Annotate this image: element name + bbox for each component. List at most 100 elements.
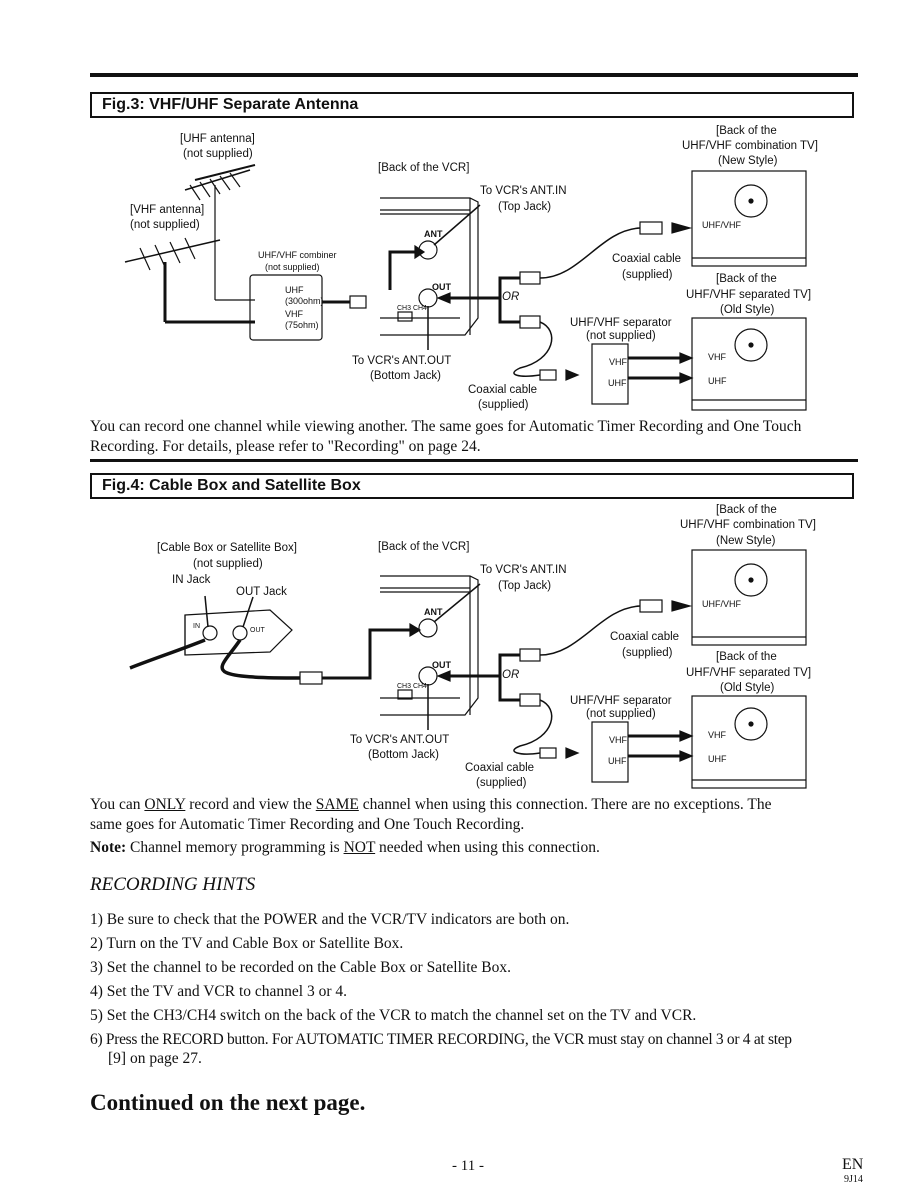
fig3-tv-old-uhf: UHF — [708, 376, 727, 386]
fig4-text-only: ONLY — [144, 796, 186, 813]
fig3-combiner-vhf: VHF — [285, 309, 303, 319]
fig4-to-ant-out: To VCR's ANT.OUT — [350, 734, 450, 746]
fig3-tv-old-1: [Back of the — [716, 273, 777, 285]
fig4-tv-new-1: [Back of the — [716, 504, 777, 516]
fig4-box-in: IN — [193, 623, 200, 630]
fig3-to-ant-in: To VCR's ANT.IN — [480, 185, 567, 197]
fig4-top-jack: (Top Jack) — [498, 580, 552, 592]
fig3-tv-old-vhf: VHF — [708, 352, 726, 362]
fig4-text-1c: channel when using this connection. Ther… — [358, 796, 772, 813]
hint-item: 6) Press the RECORD button. For AUTOMATI… — [90, 1031, 792, 1048]
fig4-bottom-jack: (Bottom Jack) — [368, 749, 439, 761]
fig3-separator-label: UHF/VHF separator — [570, 317, 672, 329]
fig3-top-jack: (Top Jack) — [498, 201, 552, 213]
fig4-box-label: [Cable Box or Satellite Box] — [157, 542, 297, 554]
fig3-or-label: OR — [502, 291, 520, 303]
fig4-text-same: SAME — [315, 796, 359, 813]
hint-item: 3) Set the channel to be recorded on the… — [90, 959, 511, 976]
fig4-title-box: Fig.4: Cable Box and Satellite Box — [90, 473, 854, 499]
fig3-bottom-jack: (Bottom Jack) — [370, 370, 441, 382]
top-rule — [90, 73, 858, 77]
fig3-sep-vhf: VHF — [609, 357, 627, 367]
page-number: - 11 - — [452, 1158, 484, 1174]
language-code: EN — [842, 1156, 864, 1173]
fig4-separator-note: (not supplied) — [586, 708, 656, 720]
fig3-tv-old-2: UHF/VHF separated TV] — [686, 289, 812, 301]
fig3-sep-uhf: UHF — [608, 378, 627, 388]
fig3-combiner-note: (not supplied) — [265, 262, 320, 272]
fig4-tv-old-3: (Old Style) — [720, 682, 775, 694]
fig3-tv-old-3: (Old Style) — [720, 304, 775, 316]
fig4-tv-old-vhf: VHF — [708, 730, 726, 740]
fig3-tv-new-1: [Back of the — [716, 125, 777, 137]
fig4-out-label: OUT — [432, 660, 451, 670]
fig4-tv-old-1: [Back of the — [716, 651, 777, 663]
note-text-not: NOT — [343, 839, 376, 856]
fig3-coax1-note: (supplied) — [622, 269, 673, 281]
fig4-tv-new-2: UHF/VHF combination TV] — [680, 519, 816, 531]
hint-item: 2) Turn on the TV and Cable Box or Satel… — [90, 935, 404, 952]
fig3-vhf-antenna-note: (not supplied) — [130, 219, 200, 231]
fig3-tv-new-2: UHF/VHF combination TV] — [682, 140, 818, 152]
fig3-ant-label: ANT — [424, 229, 443, 239]
hints-title: RECORDING HINTS — [90, 874, 256, 895]
fig3-combiner-300: (300ohm) — [285, 296, 324, 306]
fig4-separator-label: UHF/VHF separator — [570, 695, 672, 707]
fig3-out-label: OUT — [432, 282, 451, 292]
fig3-tv-new-port: UHF/VHF — [702, 220, 741, 230]
fig4-or-label: OR — [502, 669, 520, 681]
fig4-box-note: (not supplied) — [193, 558, 263, 570]
uhf-antenna-icon — [184, 164, 256, 300]
fig4-sep-vhf: VHF — [609, 735, 627, 745]
fig3-coax2-note: (supplied) — [478, 399, 529, 411]
fig4-to-ant-in: To VCR's ANT.IN — [480, 564, 567, 576]
fig3-text-2: Recording. For details, please refer to … — [90, 438, 481, 455]
fig3-separator-note: (not supplied) — [586, 330, 656, 342]
section-rule — [90, 459, 858, 462]
fig3-ch34-label: CH3 CH4 — [397, 305, 427, 312]
fig4-in-jack: IN Jack — [172, 574, 211, 586]
fig4-coax2-note: (supplied) — [476, 777, 527, 789]
fig3-combiner-75: (75ohm) — [285, 320, 319, 330]
fig4-title: Fig.4: Cable Box and Satellite Box — [102, 477, 361, 494]
fig3-vhf-antenna-label: [VHF antenna] — [130, 204, 205, 216]
fig3-uhf-antenna-note: (not supplied) — [183, 148, 253, 160]
fig3-uhf-antenna-label: [UHF antenna] — [180, 133, 255, 145]
fig4-text-2: same goes for Automatic Timer Recording … — [90, 816, 525, 833]
vhf-antenna-icon — [124, 237, 221, 322]
fig4-note: Note: Channel memory programming is NOT … — [90, 838, 860, 858]
fig4-box-out: OUT — [250, 627, 265, 634]
fig4-tv-new-port: UHF/VHF — [702, 599, 741, 609]
fig4-ant-label: ANT — [424, 607, 443, 617]
fig3-title: Fig.3: VHF/UHF Separate Antenna — [102, 96, 359, 113]
fig3-title-box: Fig.3: VHF/UHF Separate Antenna — [90, 92, 854, 118]
fig3-combiner-uhf: UHF — [285, 285, 304, 295]
note-text-a: Channel memory programming is — [126, 839, 344, 856]
fig3-combiner-label: UHF/VHF combiner — [258, 250, 337, 260]
fig3-back-vcr-label: [Back of the VCR] — [378, 162, 470, 174]
hint-item: 1) Be sure to check that the POWER and t… — [90, 911, 570, 928]
fig3-coax2-label: Coaxial cable — [468, 384, 538, 396]
fig4-text-1: You can ONLY record and view the SAME ch… — [90, 795, 860, 815]
fig4-coax2-label: Coaxial cable — [465, 762, 535, 774]
fig4-tv-old-2: UHF/VHF separated TV] — [686, 667, 812, 679]
fig4-coax1-label: Coaxial cable — [610, 631, 680, 643]
fig4-tv-old-uhf: UHF — [708, 754, 727, 764]
fig4-sep-uhf: UHF — [608, 756, 627, 766]
fig4-coax1-note: (supplied) — [622, 647, 673, 659]
fig4-back-vcr-label: [Back of the VCR] — [378, 541, 470, 553]
fig3-tv-new-3: (New Style) — [718, 155, 778, 167]
doc-code: 9J14 — [844, 1174, 863, 1185]
note-label: Note: — [90, 839, 127, 856]
note-text-b: needed when using this connection. — [375, 839, 600, 856]
fig3-coax1-label: Coaxial cable — [612, 253, 682, 265]
fig4-text-1a: You can — [90, 796, 145, 813]
hint-item-continuation: [9] on page 27. — [108, 1050, 202, 1067]
cable-box-icon — [184, 609, 293, 656]
hint-item: 4) Set the TV and VCR to channel 3 or 4. — [90, 983, 348, 1000]
fig3-to-ant-out: To VCR's ANT.OUT — [352, 355, 452, 367]
fig3-text-1: You can record one channel while viewing… — [90, 418, 802, 435]
fig4-ch34-label: CH3 CH4 — [397, 683, 427, 690]
